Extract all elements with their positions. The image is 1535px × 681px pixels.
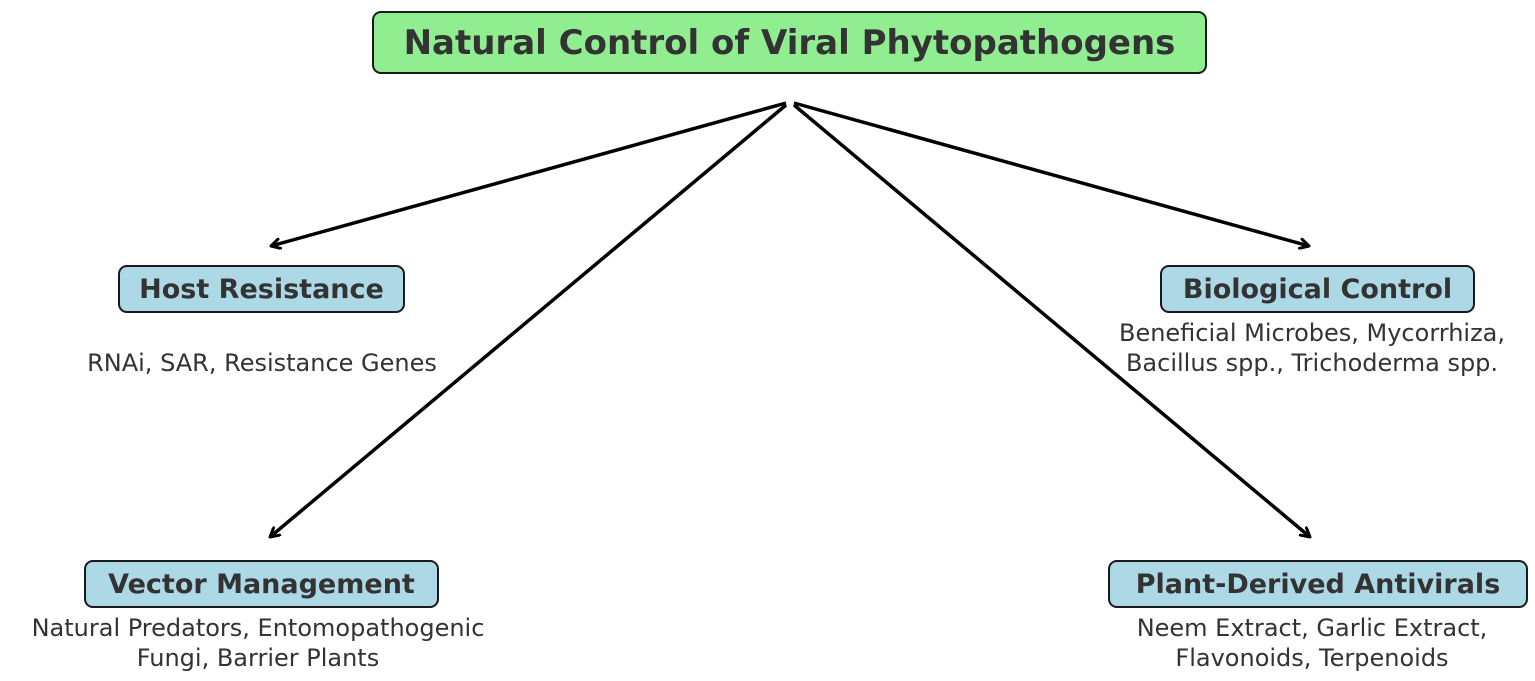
node-vector-management: Vector Management — [84, 560, 439, 608]
node-vector-management-description: Natural Predators, Entomopathogenic Fung… — [32, 613, 485, 673]
description-line: Beneficial Microbes, Mycorrhiza, — [1118, 319, 1506, 347]
description-line: Flavonoids, Terpenoids — [1175, 644, 1449, 672]
arrow-to-host-resistance — [271, 101, 787, 246]
node-host-resistance: Host Resistance — [118, 265, 405, 313]
node-biological-control: Biological Control — [1160, 265, 1475, 313]
arrow-to-vector-management — [270, 103, 788, 537]
description-line: Fungi, Barrier Plants — [136, 644, 380, 672]
node-biological-control-description: Beneficial Microbes, Mycorrhiza, Bacillu… — [1119, 318, 1505, 378]
description-line: Bacillus spp., Trichoderma spp. — [1125, 349, 1499, 377]
node-plant-derived-antivirals: Plant-Derived Antivirals — [1108, 560, 1528, 608]
node-host-resistance-description: RNAi, SAR, Resistance Genes — [87, 348, 437, 378]
description-line: Natural Predators, Entomopathogenic — [31, 614, 485, 642]
description-line: RNAi, SAR, Resistance Genes — [87, 349, 437, 377]
arrow-to-biological-control — [793, 101, 1309, 246]
description-line: Neem Extract, Garlic Extract, — [1136, 614, 1488, 642]
node-plant-derived-antivirals-description: Neem Extract, Garlic Extract, Flavonoids… — [1137, 613, 1488, 673]
diagram-title: Natural Control of Viral Phytopathogens — [372, 11, 1207, 74]
arrow-to-plant-derived-antivirals — [792, 103, 1310, 537]
